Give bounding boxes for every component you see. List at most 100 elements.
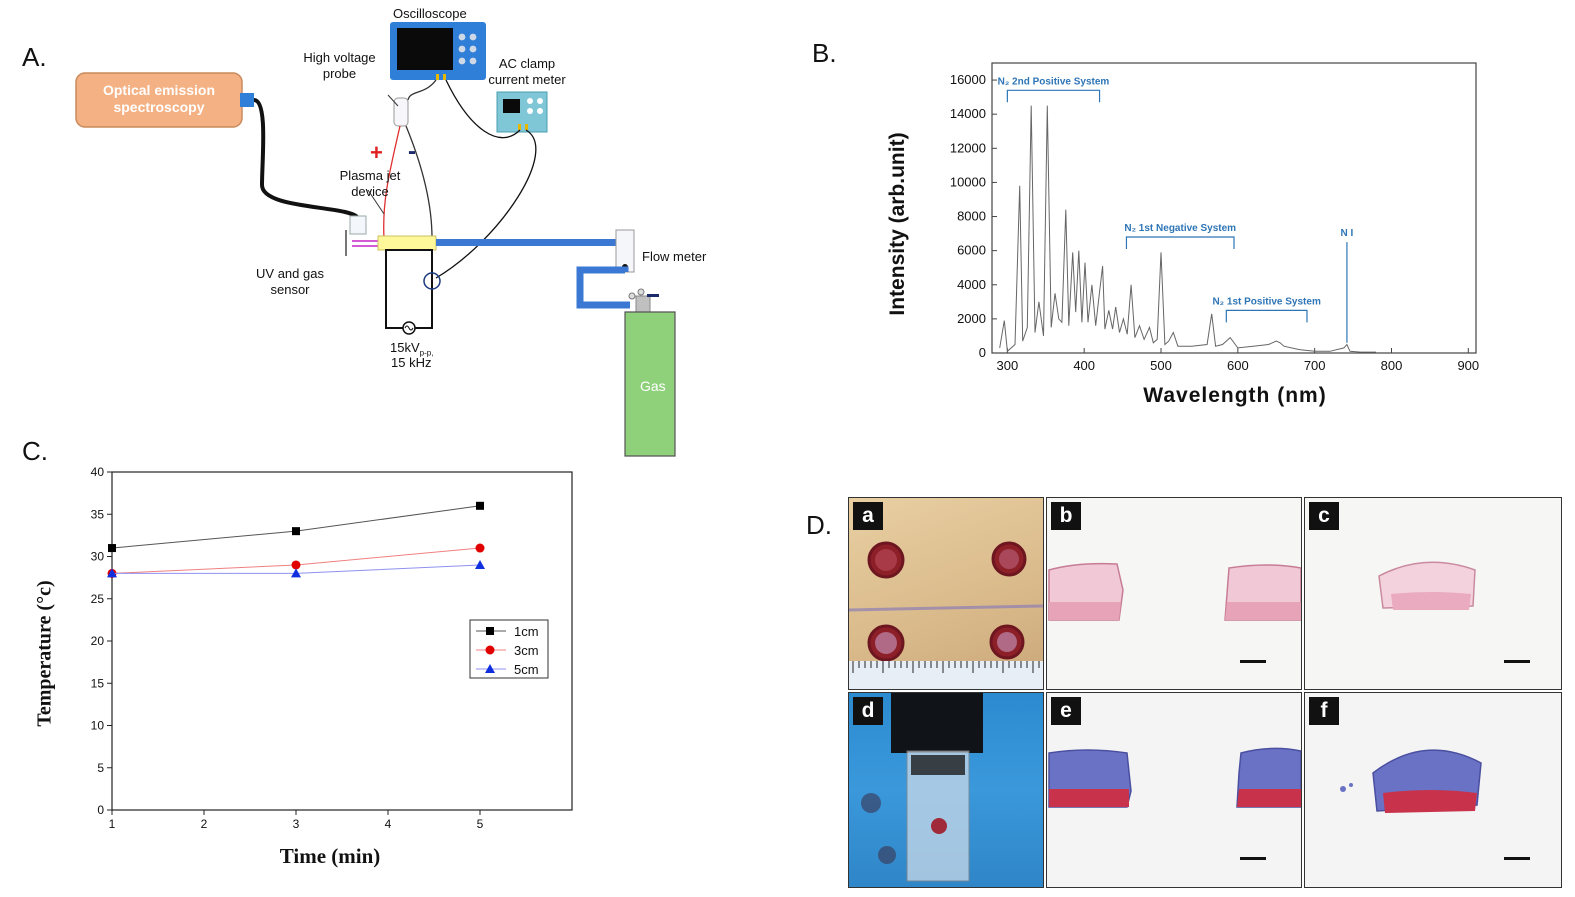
uv-sensor-label: UV and gas sensor — [256, 266, 324, 297]
oscilloscope-screen — [397, 28, 453, 70]
panel-c-letter: C. — [22, 436, 48, 466]
plasma-jet-label: Plasma jet device — [339, 168, 401, 199]
n2-first-positive-label: N₂ 1st Positive System — [1212, 296, 1320, 307]
temp-ytick-label: 0 — [97, 803, 104, 817]
spectrum-ylabel-wrap: Intensity (arb.unit) — [878, 100, 920, 360]
gas-cylinder — [624, 311, 676, 457]
spectrum-xtick-label: 900 — [1457, 358, 1479, 373]
photo-b-histology: b — [1046, 497, 1302, 690]
spectrum-plot-frame — [991, 62, 1477, 354]
panel-a-letter: A. — [22, 42, 47, 72]
ni-label: N I — [1341, 228, 1354, 239]
spectrum-ytick-label: 6000 — [957, 243, 986, 258]
photo-c-histology: c — [1304, 497, 1562, 690]
oes-connector — [240, 93, 254, 107]
temp-xtick-label: 3 — [293, 817, 300, 831]
temp-legend-marker — [485, 664, 495, 673]
temp-xlabel: Time (min) — [279, 844, 381, 868]
plasma-jet-device — [377, 235, 437, 251]
temp-ytick-label: 15 — [91, 676, 105, 690]
hv-probe-label: High voltage probe — [303, 50, 376, 81]
n2-first-negative-bracket — [1125, 236, 1235, 249]
tile-f-tag: f — [1309, 697, 1339, 725]
gas-label: Gas — [640, 378, 666, 394]
temp-xtick-label: 1 — [109, 817, 116, 831]
spectrum-series-line — [999, 105, 1377, 353]
panel-b-letter: B. — [812, 38, 837, 68]
temp-ylabel-wrap: Temperature (°c) — [20, 520, 70, 790]
spectrum-ytick-label: 4000 — [957, 277, 986, 292]
spectrum-ytick-label: 2000 — [957, 311, 986, 326]
tile-d-tag: d — [853, 697, 883, 725]
oscilloscope-label: Oscilloscope — [393, 6, 467, 21]
temp-xtick-label: 5 — [477, 817, 484, 831]
spectrum-ytick-label: 14000 — [950, 106, 986, 121]
temp-series-1cm-line — [111, 505, 481, 549]
oes-label: Optical emission spectroscopy — [102, 82, 216, 115]
temp-point-5cm — [291, 568, 301, 578]
spectrum-xtick-label: 300 — [997, 358, 1019, 373]
temp-ytick-label: 10 — [91, 719, 105, 733]
temp-ytick-label: 25 — [91, 592, 105, 606]
scale-bar-f — [1504, 857, 1530, 860]
temp-point-5cm — [475, 559, 485, 569]
plus-sign: + — [370, 140, 383, 165]
temp-legend-marker — [485, 645, 495, 655]
temp-point-1cm — [476, 501, 484, 510]
n2-second-positive-bracket — [1006, 89, 1101, 103]
temp-point-3cm — [291, 560, 301, 570]
spectrum-xtick-label: 600 — [1227, 358, 1249, 373]
scale-bar-c — [1504, 660, 1530, 663]
spectrum-xtick-label: 400 — [1073, 358, 1095, 373]
spectrum-xlabel: Wavelength (nm) — [1143, 384, 1327, 407]
temp-point-3cm — [475, 543, 485, 553]
spectrum-ytick-label: 10000 — [950, 174, 986, 189]
temp-xtick-label: 4 — [385, 817, 392, 831]
temp-legend-label: 3cm — [514, 643, 539, 658]
n2-first-negative-label: N₂ 1st Negative System — [1124, 223, 1236, 234]
temp-ytick-label: 40 — [91, 465, 105, 479]
tile-c-tag: c — [1309, 502, 1339, 530]
temp-point-1cm — [108, 544, 116, 553]
scale-bar-e — [1240, 857, 1266, 860]
hv-probe — [393, 97, 409, 127]
tile-e-tag: e — [1051, 697, 1081, 725]
spectrum-xtick-label: 800 — [1381, 358, 1403, 373]
photo-d-vial: d — [848, 692, 1044, 888]
spectrum-ylabel: Intensity (arb.unit) — [886, 132, 909, 316]
temp-ylabel: Temperature (°c) — [33, 580, 56, 727]
ac-clamp-label: AC clamp current meter — [488, 56, 566, 87]
temp-ytick-label: 30 — [91, 550, 105, 564]
spectrum-ytick-label: 16000 — [950, 72, 986, 87]
photo-f-histology: f — [1304, 692, 1562, 888]
temp-point-5cm — [107, 568, 117, 578]
spectrum-ytick-label: 0 — [979, 345, 986, 360]
n2-first-positive-bracket — [1225, 309, 1308, 323]
voltage-label: 15kVp-p, — [390, 340, 434, 358]
photo-e-histology: e — [1046, 692, 1302, 888]
spectrum-xtick-label: 700 — [1304, 358, 1326, 373]
setup-schematic — [75, 22, 676, 457]
temp-point-1cm — [292, 527, 300, 536]
temp-legend-label: 1cm — [514, 624, 539, 639]
tile-b-tag: b — [1051, 502, 1081, 530]
temp-ytick-label: 35 — [91, 507, 105, 521]
temp-ytick-label: 20 — [91, 634, 105, 648]
fiber-cable — [253, 98, 360, 220]
panel-d-letter: D. — [806, 510, 832, 540]
spectrum-xtick-label: 500 — [1150, 358, 1172, 373]
temp-ytick-label: 5 — [97, 761, 104, 775]
spectrum-ytick-label: 8000 — [957, 209, 986, 224]
temp-xtick-label: 2 — [201, 817, 208, 831]
spectrum-ytick-label: 12000 — [950, 140, 986, 155]
tile-a-tag: a — [853, 502, 883, 530]
photo-a-wounds: a — [848, 497, 1044, 690]
minus-sign: - — [408, 138, 416, 165]
temp-legend — [469, 619, 549, 679]
spectrum-chart: 0 2000 4000 6000 8000 10000 12000 14000 16000 300… — [950, 62, 1479, 373]
flow-meter-label: Flow meter — [642, 249, 707, 264]
scale-bar-b — [1240, 660, 1266, 663]
temp-legend-marker — [486, 627, 494, 635]
frequency-label: 15 kHz — [391, 355, 432, 370]
